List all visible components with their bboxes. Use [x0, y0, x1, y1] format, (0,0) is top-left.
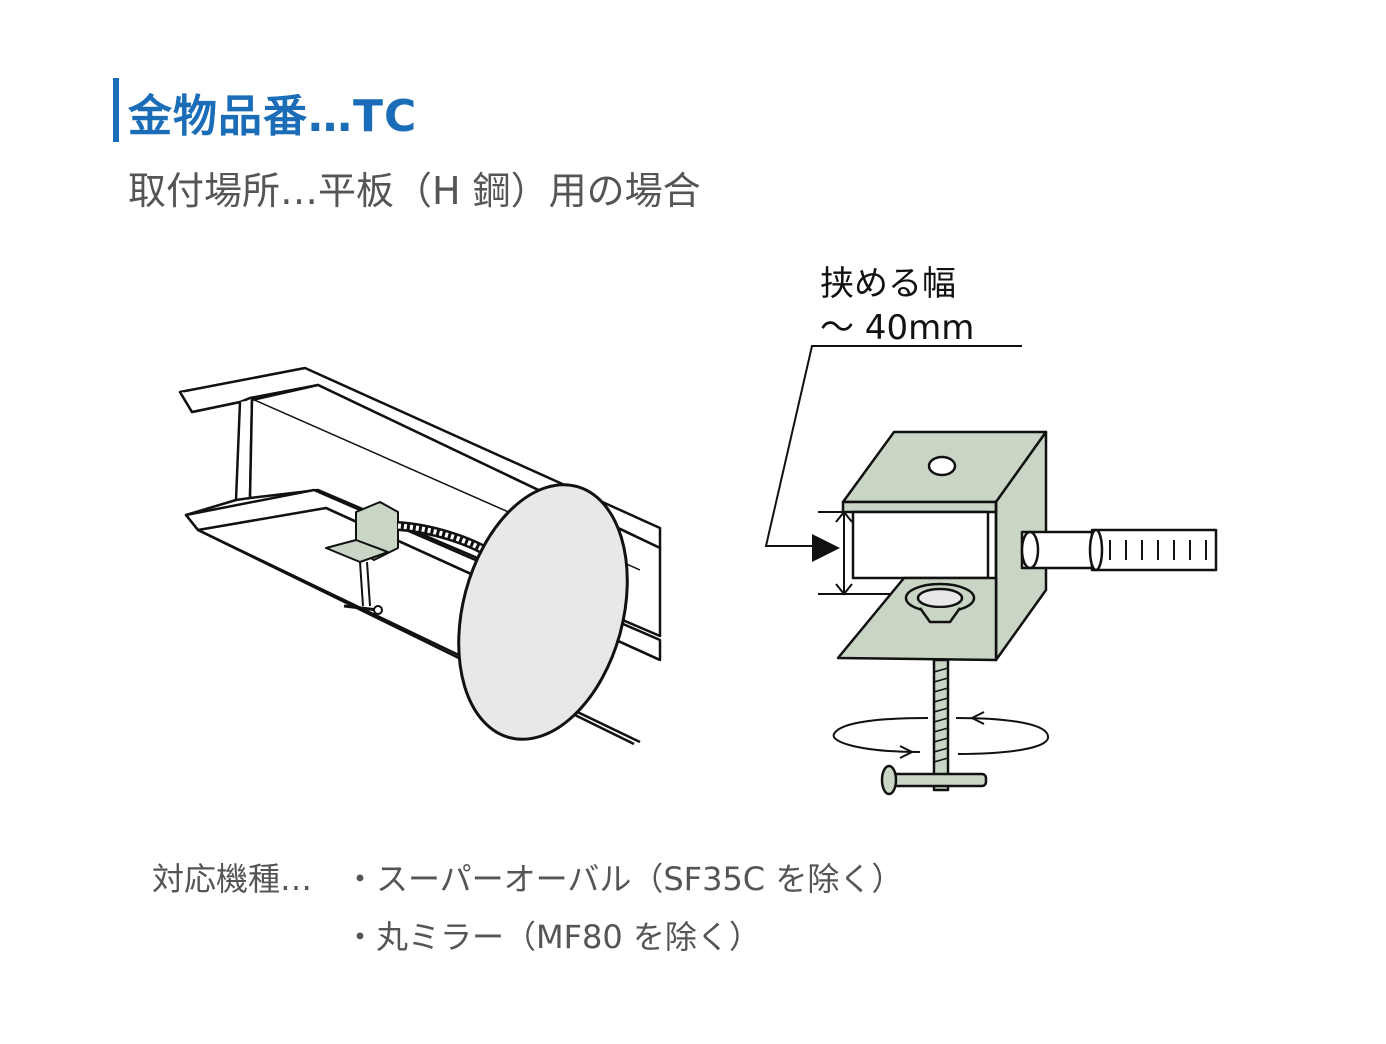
small-bracket	[325, 501, 399, 615]
compatibility-item: ・丸ミラー（MF80 を除く）	[344, 918, 761, 956]
rotation-arrows	[832, 711, 1049, 759]
title-accent-bar	[113, 78, 119, 142]
page-title: 金物品番…TC	[128, 91, 418, 142]
grip-width-label: 挟める幅	[820, 264, 956, 304]
clamp-detail	[836, 430, 1218, 796]
dimension-lines	[764, 345, 1022, 596]
compatibility-label: 対応機種…	[152, 860, 313, 898]
page-subtitle: 取付場所…平板（H 鋼）用の場合	[128, 169, 701, 213]
grip-width-value: ～ 40mm	[820, 308, 975, 348]
compatibility-item: ・スーパーオーバル（SF35C を除く）	[344, 860, 904, 898]
leader-arrowhead	[812, 534, 840, 562]
round-mirror	[457, 483, 629, 741]
